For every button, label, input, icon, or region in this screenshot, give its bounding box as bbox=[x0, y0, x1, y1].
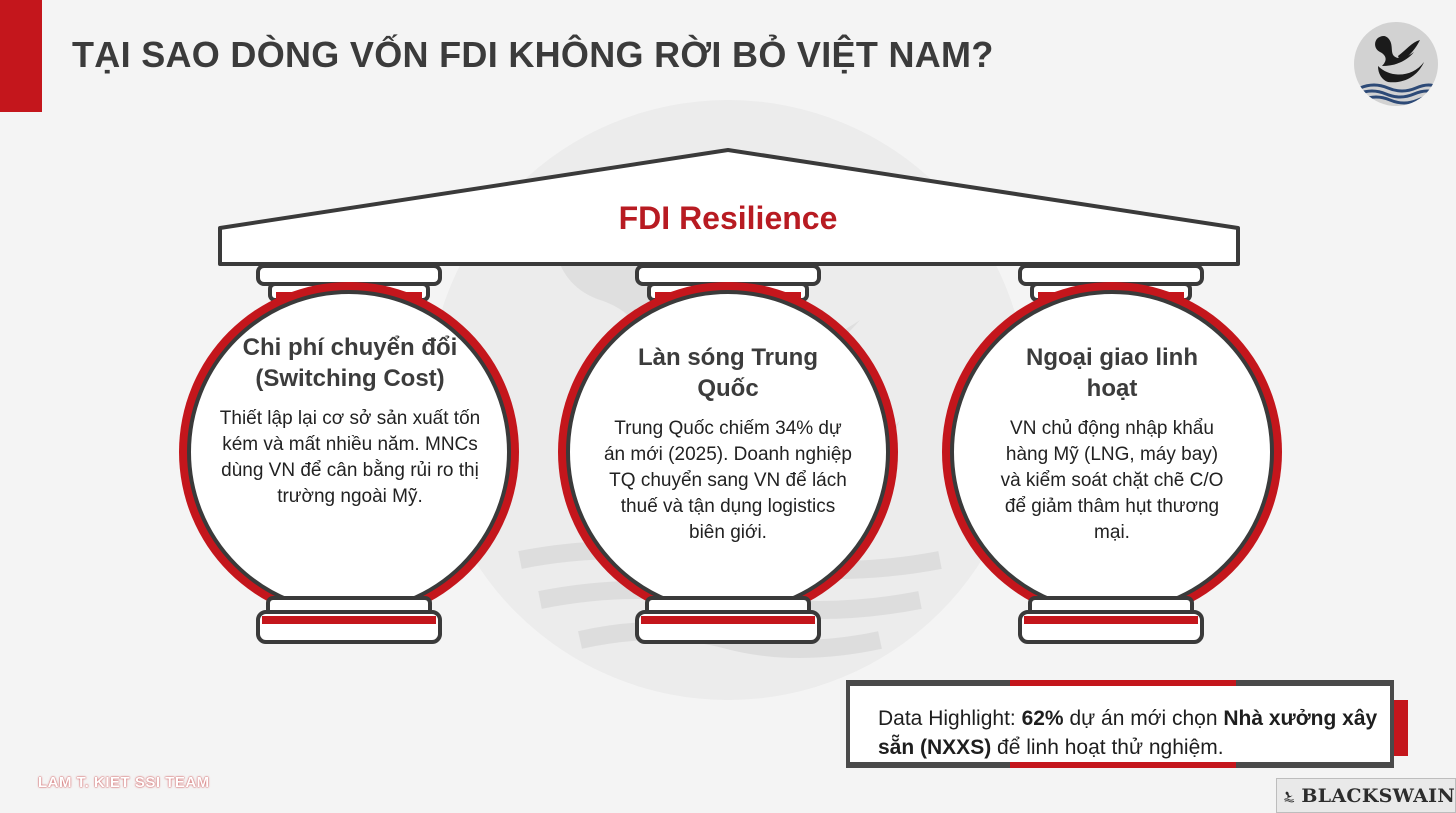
pillar-flexible-diplomacy bbox=[942, 264, 1282, 644]
highlight-bottom-accent bbox=[1010, 762, 1236, 768]
pillar-switching-cost bbox=[179, 264, 519, 644]
highlight-middle: dự án mới chọn bbox=[1063, 707, 1224, 730]
highlight-top-accent bbox=[1010, 680, 1236, 686]
brand-name: BLACKSWAIN bbox=[1301, 784, 1455, 807]
highlight-tail: để linh hoạt thử nghiệm. bbox=[991, 736, 1224, 759]
footer-team-label: LAM T. KIET SSI TEAM bbox=[38, 774, 210, 791]
pillar-1-body: Thiết lập lại cơ sở sản xuất tốn kém và … bbox=[219, 408, 481, 507]
pillar-1-text: Chi phí chuyển đổi (Switching Cost) Thiế… bbox=[200, 332, 500, 510]
roof-title: FDI Resilience bbox=[618, 200, 838, 236]
pillar-3-title: Ngoại giao linh hoạt bbox=[1026, 344, 1198, 402]
highlight-value: 62% bbox=[1021, 707, 1064, 730]
highlight-lead: Data Highlight: bbox=[878, 707, 1022, 730]
pillar-2-text: Làn sóng Trung Quốc Trung Quốc chiếm 34%… bbox=[578, 342, 878, 546]
pillar-3-text: Ngoại giao linh hoạt VN chủ động nhập kh… bbox=[962, 342, 1262, 546]
data-highlight-callout: Data Highlight: 62% dự án mới chọn Nhà x… bbox=[846, 680, 1412, 782]
highlight-side-accent bbox=[1394, 700, 1408, 756]
pillar-1-title: Chi phí chuyển đổi (Switching Cost) bbox=[242, 334, 458, 392]
swan-icon bbox=[1284, 791, 1295, 802]
pillar-2-body: Trung Quốc chiếm 34% dự án mới (2025). D… bbox=[603, 418, 852, 543]
brand-badge: BLACKSWAIN bbox=[1276, 778, 1456, 813]
pillar-3-body: VN chủ động nhập khẩu hàng Mỹ (LNG, máy … bbox=[1000, 418, 1224, 543]
highlight-text: Data Highlight: 62% dự án mới chọn Nhà x… bbox=[878, 704, 1378, 762]
highlight-emphasis: Nhà xưởng xây sẵn (NXXS) bbox=[878, 707, 1378, 759]
pillar-china-wave bbox=[558, 264, 898, 644]
pillar-2-title: Làn sóng Trung Quốc bbox=[638, 344, 818, 402]
roof bbox=[218, 148, 1240, 266]
header-accent-bar bbox=[0, 0, 42, 112]
page-title: TẠI SAO DÒNG VỐN FDI KHÔNG RỜI BỎ VIỆT N… bbox=[72, 34, 994, 75]
